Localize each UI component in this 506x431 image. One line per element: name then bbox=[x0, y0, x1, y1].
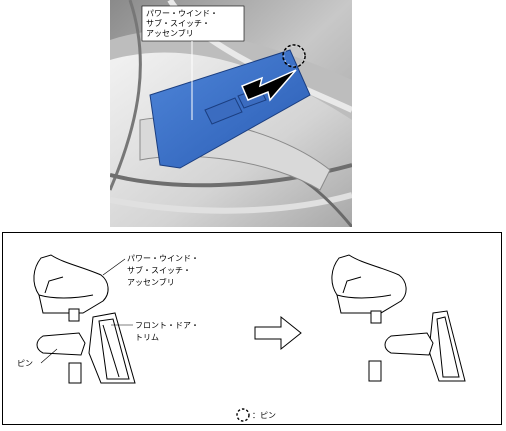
photo-label-line-3: アッセンブリ bbox=[146, 28, 194, 38]
pin-label: ピン bbox=[17, 359, 33, 368]
step-arrow bbox=[254, 315, 302, 351]
trim-label-line-1: フロント・ドア・ bbox=[135, 321, 199, 330]
pin-legend-text: ：ピン bbox=[252, 411, 276, 420]
switch-label-line-2: サブ・スイッチ・ bbox=[127, 265, 191, 275]
diagram-after bbox=[331, 254, 466, 382]
pin-legend-icon bbox=[236, 408, 250, 422]
photo-label-line-2: サブ・スイッチ・ bbox=[146, 18, 210, 28]
pin-marker-circle bbox=[282, 44, 306, 68]
switch-label-line-1: パワー・ウインド・ bbox=[127, 254, 199, 263]
removal-diagram: パワー・ウインド・ サブ・スイッチ・ アッセンブリ フロント・ドア・ トリム ピ… bbox=[2, 232, 502, 425]
door-switch-photo: パワー・ウインド・ サブ・スイッチ・ アッセンブリ bbox=[108, 0, 354, 228]
switch-label-line-3: アッセンブリ bbox=[127, 277, 175, 287]
removal-arrow bbox=[241, 69, 297, 102]
trim-label-line-2: トリム bbox=[135, 333, 159, 342]
diagram-before bbox=[33, 254, 136, 384]
photo-label-line-1: パワー・ウインド・ bbox=[146, 9, 218, 18]
